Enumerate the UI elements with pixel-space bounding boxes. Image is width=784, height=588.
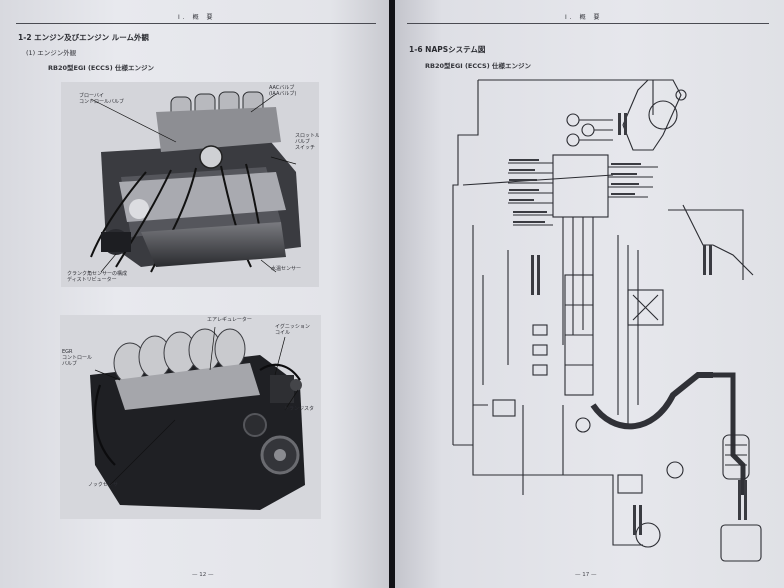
label-ignition-coil: イグニッション コイル: [275, 324, 310, 336]
label-water-temp-sensor: 水温センサー: [271, 266, 302, 272]
label-egr-control-valve: EGR コントロール バルブ: [62, 349, 93, 367]
right-page: I. 概 要 1-6 NAPSシステム図 RB20型EGI (ECCS) 仕様エ…: [395, 0, 784, 588]
section-title-right: 1-6 NAPSシステム図: [409, 45, 486, 54]
label-crank-angle-sensor: クランク角センサーの構成 ディストリビューター: [67, 271, 128, 283]
page-number-right: — 17 —: [575, 572, 597, 578]
label-aac-valve: AACバルブ (IAAバルブ): [269, 85, 297, 97]
engine-photo-top: ブローバイ コントロールバルブ AACバルブ (IAAバルブ) スロットル バル…: [61, 82, 319, 287]
label-air-regulator: エアレギュレーター: [207, 317, 252, 323]
label-knock-sensor: ノックセンサ: [88, 482, 118, 488]
left-page: I. 概 要 1-2 エンジン及びエンジン ルーム外観 (1) エンジン外観 R…: [0, 0, 389, 588]
engine-label-left: RB20型EGI (ECCS) 仕様エンジン: [48, 64, 154, 72]
label-throttle-switch: スロットル バルブ スイッチ: [295, 133, 319, 151]
page-number-left: — 12 —: [192, 572, 214, 578]
engine-photo-bottom: エアレギュレーター イグニッション コイル EGR コントロール バルブ トラン…: [60, 315, 321, 519]
book-gutter: [389, 0, 395, 588]
label-power-transistor: トランジスタ: [284, 406, 315, 412]
engine-label-right: RB20型EGI (ECCS) 仕様エンジン: [425, 62, 531, 70]
running-head-left: I. 概 要: [178, 14, 216, 21]
label-blow-by-valve: ブローバイ コントロールバルブ: [79, 93, 125, 105]
engine-top-illustration: [61, 82, 319, 287]
header-rule-left: [16, 23, 376, 24]
running-head-right: I. 概 要: [565, 14, 603, 21]
section-title-left: 1-2 エンジン及びエンジン ルーム外観: [18, 33, 150, 42]
subsection-title: (1) エンジン外観: [26, 49, 77, 57]
engine-bottom-illustration: [60, 315, 321, 519]
header-rule-right: [407, 23, 769, 24]
naps-system-diagram: [452, 79, 762, 562]
